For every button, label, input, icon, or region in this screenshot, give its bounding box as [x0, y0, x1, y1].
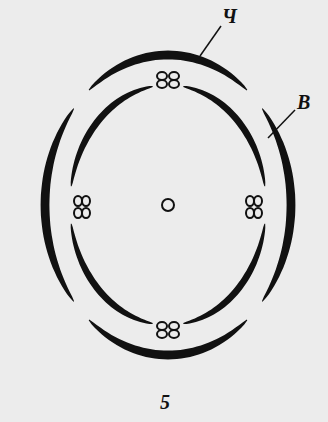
anther-lobe	[169, 330, 179, 338]
sepal	[89, 51, 248, 91]
sepal	[262, 108, 296, 301]
anther	[157, 72, 179, 88]
anther-lobe	[157, 330, 167, 338]
figure-number: 5	[160, 392, 170, 412]
sepals	[41, 51, 296, 360]
anther-lobe	[169, 80, 179, 88]
anther-lobe	[157, 72, 167, 80]
petal	[71, 224, 153, 324]
petal	[71, 86, 153, 186]
anther-lobe	[157, 80, 167, 88]
anther-lobe	[74, 208, 82, 218]
anther-lobe	[246, 196, 254, 206]
anther-lobe	[254, 208, 262, 218]
pistil	[162, 199, 174, 211]
anther	[246, 196, 262, 218]
petals	[71, 86, 266, 324]
leader-line	[200, 26, 221, 56]
sepal	[89, 320, 248, 360]
anther-lobe	[169, 72, 179, 80]
anther	[74, 196, 90, 218]
leader-line	[268, 110, 295, 138]
part-label: Ч	[222, 6, 237, 26]
sepal	[41, 108, 75, 301]
petal	[183, 224, 265, 324]
anther-lobe	[169, 322, 179, 330]
anther-lobe	[157, 322, 167, 330]
anther	[157, 322, 179, 338]
anther-lobe	[82, 196, 90, 206]
petal	[183, 86, 265, 186]
anther-lobe	[254, 196, 262, 206]
stamens	[74, 72, 262, 338]
anther-lobe	[246, 208, 254, 218]
part-label: В	[297, 92, 310, 112]
anther-lobe	[82, 208, 90, 218]
anther-lobe	[74, 196, 82, 206]
